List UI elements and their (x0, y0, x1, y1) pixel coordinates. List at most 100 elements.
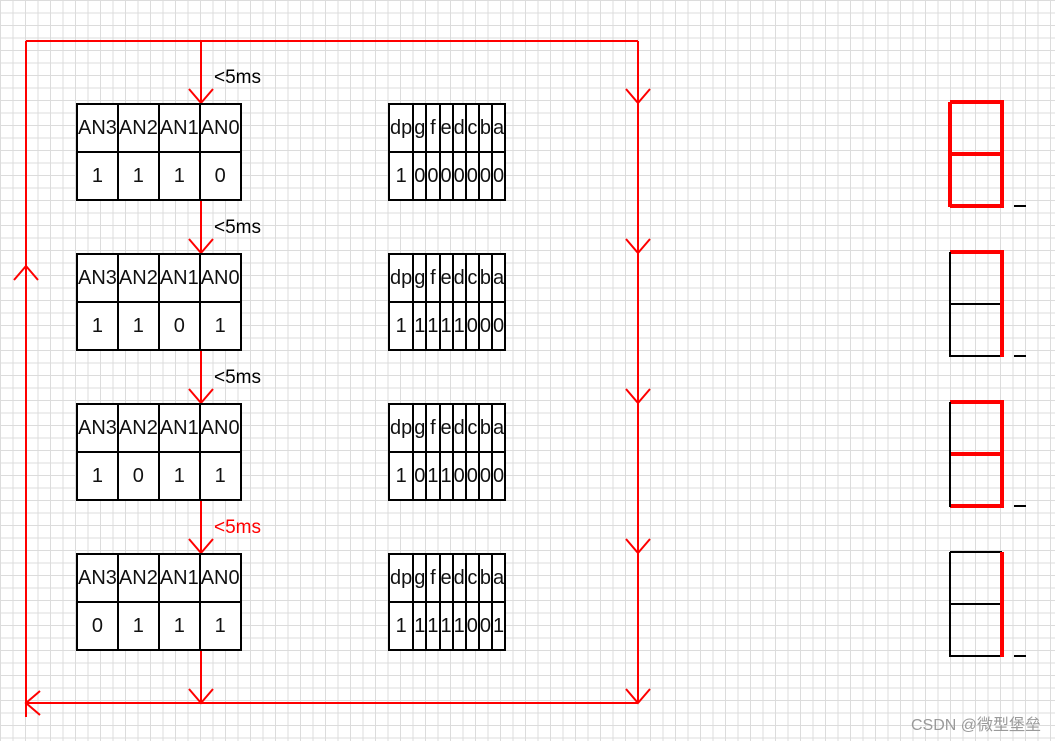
delay-label: <5ms (214, 67, 261, 88)
segment-value-e: 1 (438, 451, 454, 501)
segment-value-c: 0 (464, 151, 480, 201)
seg-arrow-icon-3 (625, 388, 651, 405)
segment-header-f: f (425, 253, 441, 303)
segment-value-dp: 1 (387, 151, 415, 201)
segment-a (950, 250, 1004, 254)
an-arrow-icon-5 (188, 688, 214, 705)
anode-value-an1: 0 (157, 301, 201, 351)
seven-segment-display (949, 250, 1026, 357)
segment-value-b: 0 (477, 151, 494, 201)
anode-value-an3: 1 (76, 451, 119, 501)
left-up-arrow-icon (13, 264, 39, 281)
segment-dp (1014, 205, 1026, 207)
seven-segment-display (948, 100, 1026, 208)
segment-header-c: c (464, 253, 480, 303)
segment-value-f: 0 (425, 151, 441, 201)
segment-header-d: d (451, 403, 467, 453)
anode-value-an3: 1 (76, 301, 119, 351)
segment-table: dp g f e d c b a 1 1 1 1 1 0 0 1 (387, 553, 507, 651)
segment-value-b: 0 (477, 301, 494, 351)
segment-header-a: a (490, 253, 507, 303)
seven-segment-display (949, 551, 1026, 657)
table-row: AN3 AN2 AN1 AN0 (76, 403, 242, 453)
anode-header-an2: AN2 (116, 403, 160, 453)
segment-header-a: a (490, 553, 507, 603)
segment-value-d: 1 (451, 301, 467, 351)
segment-header-b: b (477, 253, 494, 303)
segment-header-c: c (464, 553, 480, 603)
segment-header-c: c (464, 103, 480, 153)
anode-header-an3: AN3 (76, 253, 119, 303)
segment-header-d: d (451, 553, 467, 603)
segment-header-b: b (477, 103, 494, 153)
anode-value-an1: 1 (157, 151, 201, 201)
segment-f (949, 552, 951, 605)
segment-header-dp: dp (387, 403, 415, 453)
anode-value-an0: 1 (198, 301, 242, 351)
segment-value-e: 1 (438, 301, 454, 351)
anode-header-an2: AN2 (116, 103, 160, 153)
segment-table: dp g f e d c b a 1 0 0 0 0 0 0 0 (387, 103, 507, 201)
segment-header-e: e (438, 253, 454, 303)
segment-value-d: 0 (451, 451, 467, 501)
segment-c (1000, 454, 1004, 507)
segment-header-a: a (490, 403, 507, 453)
table-row: dp g f e d c b a (387, 253, 507, 303)
anode-value-an2: 1 (116, 301, 160, 351)
bottom-left-arrow-icon (24, 690, 41, 716)
anode-value-an3: 0 (76, 601, 119, 651)
segment-d (950, 355, 1002, 357)
segment-g (950, 603, 1002, 605)
segment-value-e: 0 (438, 151, 454, 201)
anode-table: AN3 AN2 AN1 AN0 1 1 0 1 (76, 253, 242, 351)
segment-value-dp: 1 (387, 451, 415, 501)
anode-header-an3: AN3 (76, 103, 119, 153)
table-row: 1 1 1 1 1 0 0 0 (387, 301, 507, 351)
segment-g (950, 152, 1004, 156)
anode-header-an0: AN0 (198, 253, 242, 303)
segment-value-f: 1 (425, 301, 441, 351)
segment-header-dp: dp (387, 253, 415, 303)
anode-table: AN3 AN2 AN1 AN0 0 1 1 1 (76, 553, 242, 651)
segment-value-dp: 1 (387, 601, 415, 651)
anode-header-an0: AN0 (198, 103, 242, 153)
segment-e (949, 304, 951, 357)
anode-value-an0: 1 (198, 451, 242, 501)
segment-f (949, 402, 951, 455)
segment-value-b: 0 (477, 451, 494, 501)
segment-value-a: 0 (490, 451, 507, 501)
anode-header-an3: AN3 (76, 553, 119, 603)
segment-c (1000, 304, 1004, 357)
table-row: dp g f e d c b a (387, 403, 507, 453)
segment-value-f: 1 (425, 601, 441, 651)
seg-arrow-icon-4 (625, 538, 651, 555)
table-row: 1 0 1 1 (76, 451, 242, 501)
table-row: AN3 AN2 AN1 AN0 (76, 253, 242, 303)
segment-header-e: e (438, 403, 454, 453)
table-row: 0 1 1 1 (76, 601, 242, 651)
segment-a (950, 551, 1002, 553)
anode-value-an1: 1 (157, 451, 201, 501)
table-row: dp g f e d c b a (387, 553, 507, 603)
segment-value-b: 0 (477, 601, 494, 651)
segment-header-g: g (412, 553, 428, 603)
anode-header-an0: AN0 (198, 553, 242, 603)
segment-header-g: g (412, 253, 428, 303)
segment-b (1000, 402, 1004, 455)
segment-a (950, 400, 1004, 404)
segment-value-a: 1 (490, 601, 507, 651)
segment-dp (1014, 655, 1026, 657)
segment-g (950, 452, 1004, 456)
watermark: CSDN @微型堡垒 (910, 717, 1041, 734)
segment-value-c: 0 (464, 301, 480, 351)
segment-value-g: 0 (412, 451, 428, 501)
segment-value-g: 1 (412, 601, 428, 651)
seg-arrow-icon-1 (625, 88, 651, 105)
delay-label: <5ms (214, 517, 261, 538)
segment-header-dp: dp (387, 553, 415, 603)
seg-arrow-icon-5 (625, 688, 651, 705)
segment-b (1000, 102, 1004, 155)
anode-header-an1: AN1 (157, 253, 201, 303)
segment-value-e: 1 (438, 601, 454, 651)
segment-value-g: 1 (412, 301, 428, 351)
